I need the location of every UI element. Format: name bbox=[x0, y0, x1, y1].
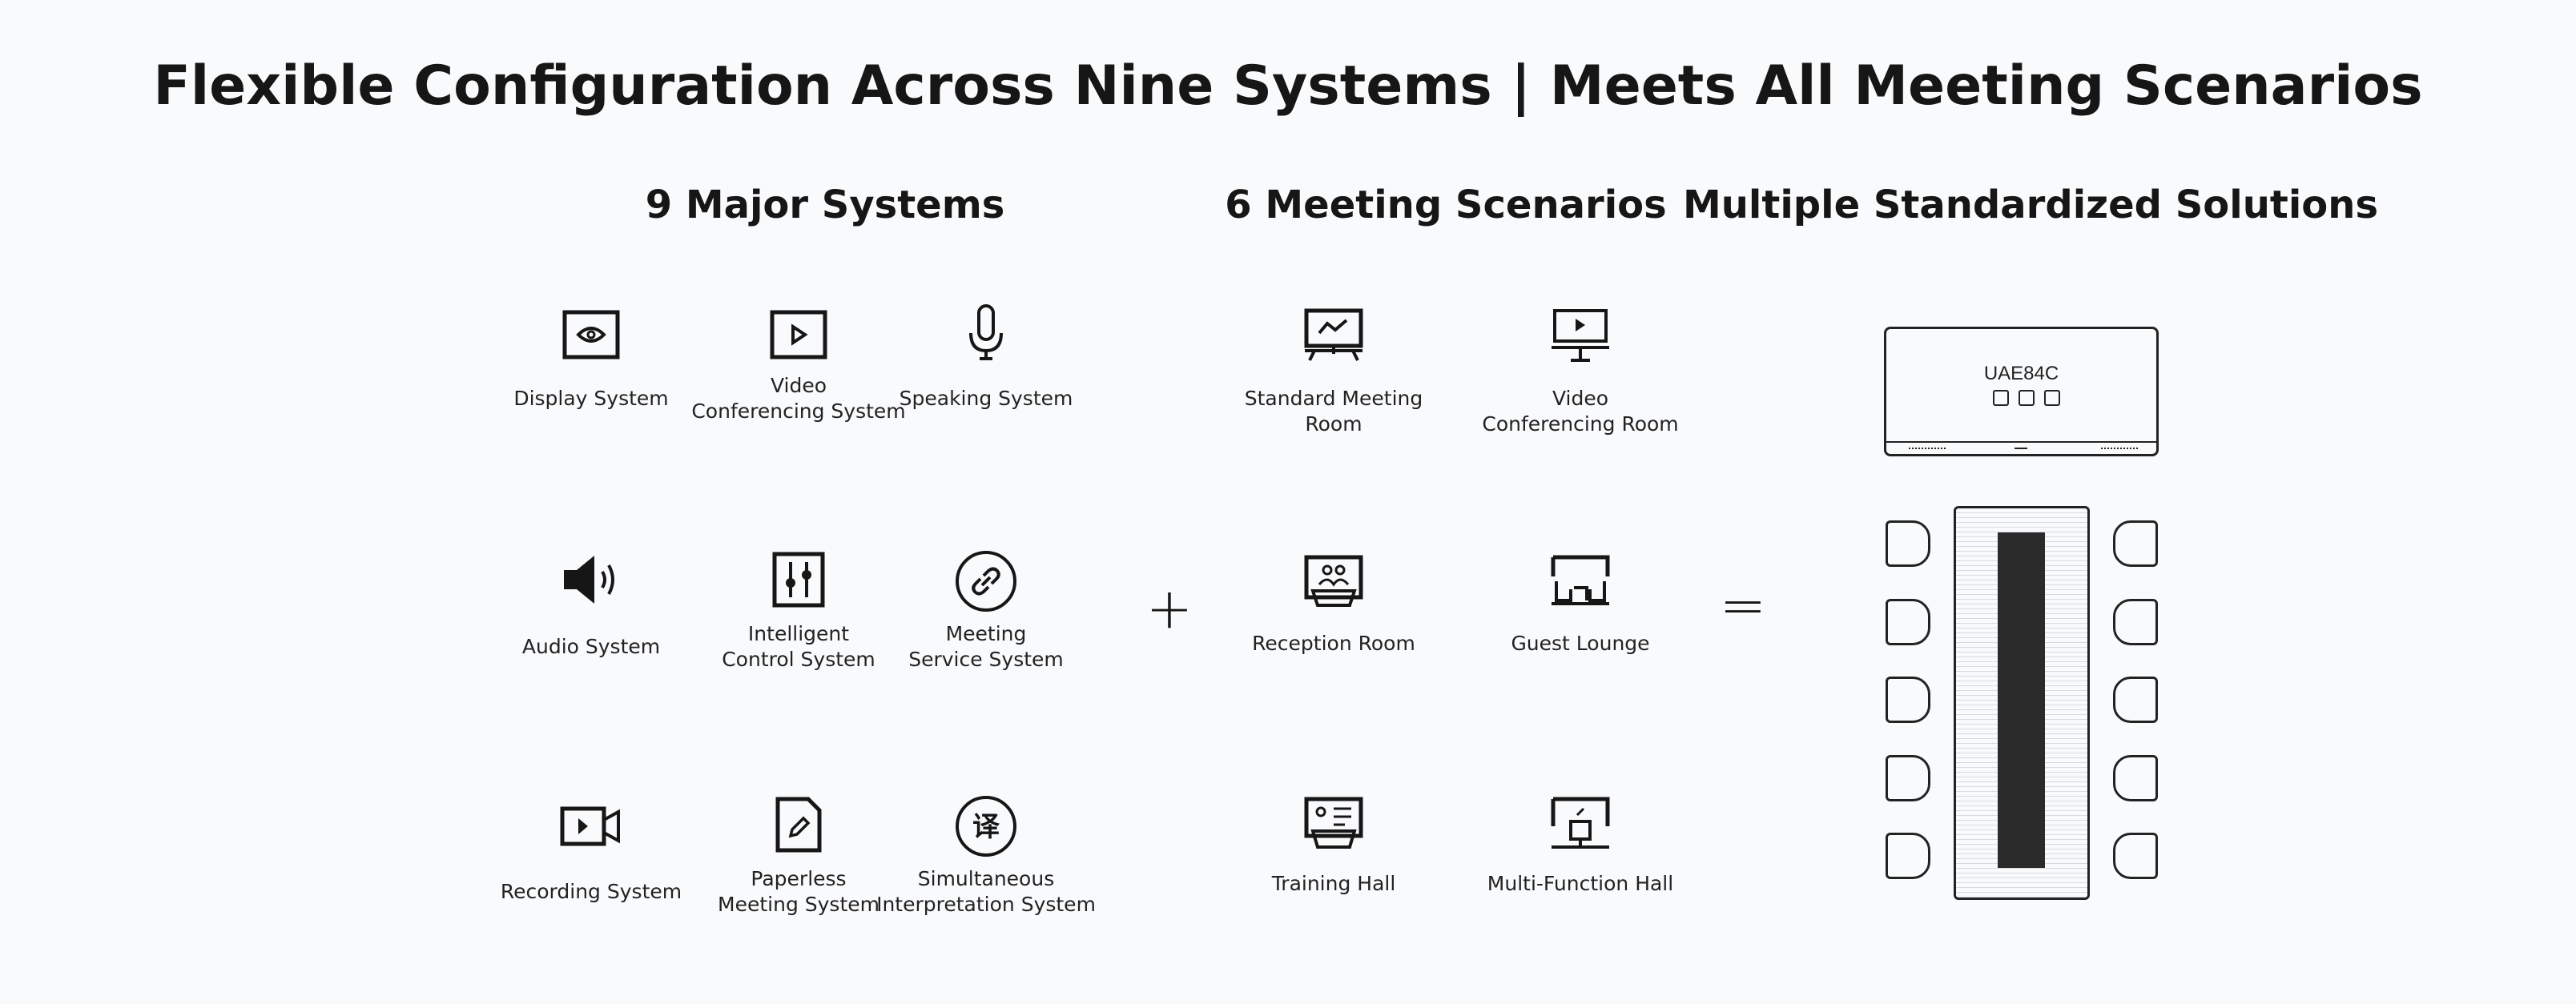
system-interpretation: 译 Simultaneous Interpretation System bbox=[866, 794, 1106, 918]
system-paperless: Paperless Meeting System bbox=[678, 794, 919, 918]
multi-function-hall-icon bbox=[1551, 797, 1610, 849]
link-circle-icon bbox=[956, 551, 1016, 612]
eye-screen-icon bbox=[562, 310, 620, 359]
system-label: Meeting Service System bbox=[908, 622, 1064, 671]
device-button bbox=[2044, 390, 2060, 406]
table-center-panel bbox=[1998, 532, 2045, 868]
speaker-grille-right bbox=[2101, 448, 2138, 449]
scenario-label: Video Conferencing Room bbox=[1482, 387, 1679, 436]
system-intelligent-control: Intelligent Control System bbox=[678, 549, 919, 673]
device-buttons bbox=[1993, 390, 2060, 406]
document-pen-icon bbox=[775, 797, 822, 853]
system-meeting-service: Meeting Service System bbox=[866, 549, 1106, 673]
plus-sign: + bbox=[1145, 576, 1193, 641]
system-label: Speaking System bbox=[899, 387, 1073, 410]
video-room-icon bbox=[1552, 309, 1609, 362]
system-video-conferencing: Video Conferencing System bbox=[678, 304, 919, 424]
meeting-room-icon bbox=[1304, 308, 1363, 361]
solutions-heading: Multiple Standardized Solutions bbox=[1682, 183, 2379, 227]
scenario-training-hall: Training Hall bbox=[1214, 794, 1454, 897]
scenario-label: Guest Lounge bbox=[1511, 632, 1650, 655]
device-model: UAE84C bbox=[1983, 363, 2059, 384]
system-label: Audio System bbox=[521, 635, 661, 658]
lounge-icon bbox=[1551, 555, 1610, 605]
chair bbox=[1886, 755, 1930, 801]
chair bbox=[2113, 755, 2158, 801]
device-button bbox=[1993, 390, 2009, 406]
speaker-icon bbox=[564, 556, 614, 604]
chair bbox=[1886, 520, 1930, 567]
speaker-grille-left bbox=[1909, 448, 1946, 449]
reception-room-icon bbox=[1304, 555, 1363, 607]
device-indicator bbox=[2015, 448, 2027, 449]
system-label: Paperless Meeting System bbox=[718, 867, 879, 916]
system-speaking: Speaking System bbox=[866, 304, 1106, 412]
translate-icon: 译 bbox=[956, 796, 1016, 857]
system-label: Recording System bbox=[500, 880, 682, 903]
system-label: Display System bbox=[513, 387, 669, 410]
chair bbox=[1886, 599, 1930, 645]
system-display: Display System bbox=[471, 304, 711, 412]
scenario-guest-lounge: Guest Lounge bbox=[1460, 552, 1701, 657]
system-audio: Audio System bbox=[471, 549, 711, 660]
chair bbox=[2113, 520, 2158, 567]
scenarios-heading: 6 Meeting Scenarios bbox=[1225, 183, 1667, 227]
chair bbox=[2113, 599, 2158, 645]
system-label: Simultaneous Interpretation System bbox=[876, 867, 1096, 916]
svg-text:译: 译 bbox=[972, 811, 1000, 843]
scenario-standard-meeting-room: Standard Meeting Room bbox=[1214, 306, 1454, 437]
systems-heading: 9 Major Systems bbox=[645, 183, 1005, 227]
video-camera-icon bbox=[560, 806, 620, 846]
chair bbox=[2113, 677, 2158, 723]
system-label: Video Conferencing System bbox=[691, 374, 906, 423]
device-bezel bbox=[1886, 441, 2156, 443]
equals-sign: = bbox=[1719, 572, 1767, 638]
chair bbox=[1886, 677, 1930, 723]
chair bbox=[1886, 833, 1930, 879]
scenario-label: Multi-Function Hall bbox=[1487, 872, 1674, 895]
scenario-reception-room: Reception Room bbox=[1214, 552, 1454, 657]
play-screen-icon bbox=[770, 310, 827, 359]
training-hall-icon bbox=[1304, 797, 1363, 849]
device-button bbox=[2019, 390, 2035, 406]
scenario-label: Training Hall bbox=[1271, 872, 1396, 895]
scenario-multi-function-hall: Multi-Function Hall bbox=[1460, 794, 1701, 897]
system-label: Intelligent Control System bbox=[722, 622, 875, 671]
scenario-video-conferencing-room: Video Conferencing Room bbox=[1460, 306, 1701, 437]
page-title: Flexible Configuration Across Nine Syste… bbox=[153, 54, 2423, 118]
system-recording: Recording System bbox=[471, 794, 711, 905]
conference-table bbox=[1954, 506, 2090, 900]
sliders-icon bbox=[772, 552, 825, 608]
microphone-icon bbox=[969, 304, 1003, 360]
scenario-label: Standard Meeting Room bbox=[1244, 387, 1423, 436]
display-device: UAE84C bbox=[1884, 327, 2159, 456]
scenario-label: Reception Room bbox=[1252, 632, 1415, 655]
chair bbox=[2113, 833, 2158, 879]
